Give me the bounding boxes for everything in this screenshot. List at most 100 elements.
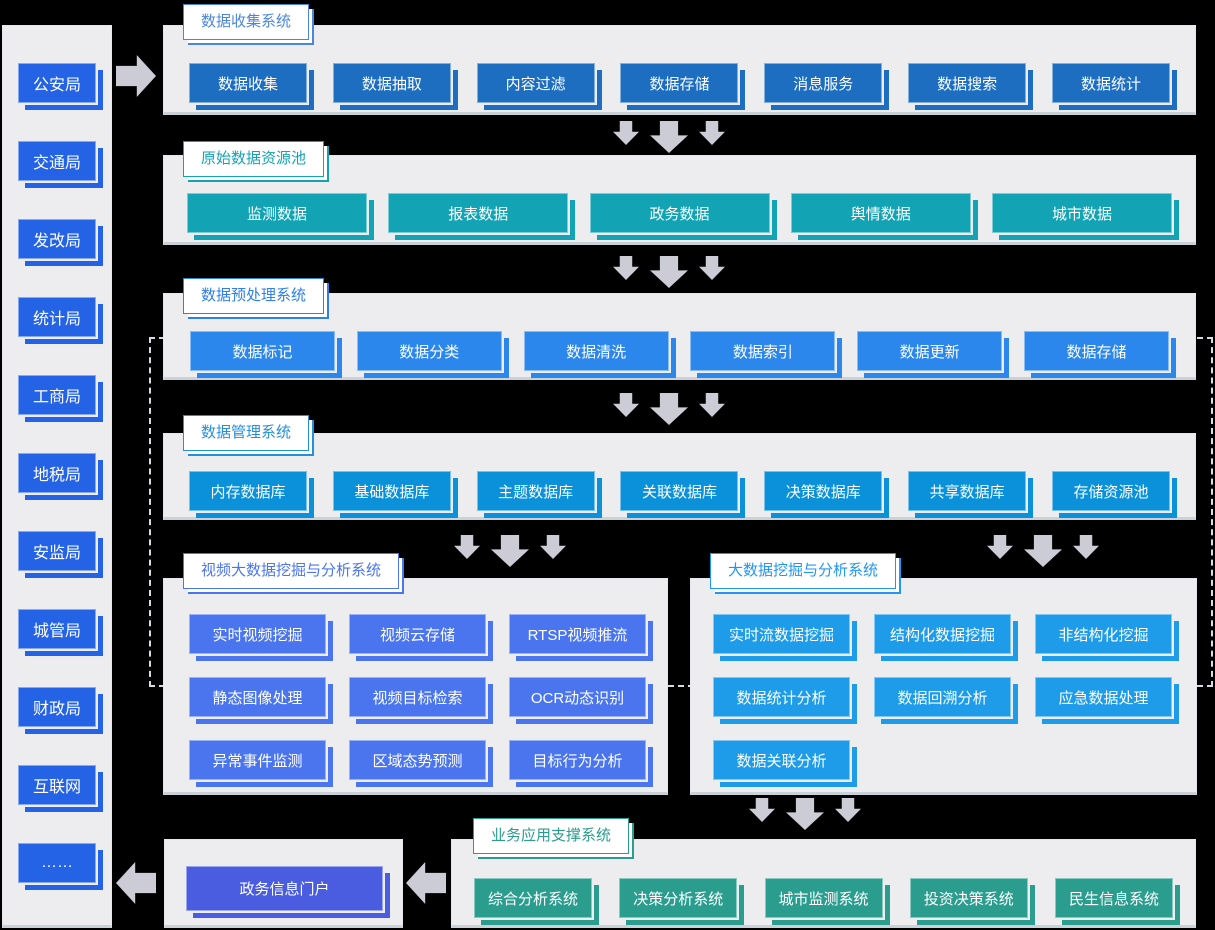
module-block: 主题数据库 [476,471,595,511]
module-block: 决策分析系统 [619,878,738,918]
section-portal: 政务信息门户 [164,839,403,928]
department-block: 公安局 [18,63,96,103]
department-block: 财政局 [18,687,96,727]
down-arrow-icon [454,535,480,559]
module-block: 内容过滤 [476,63,595,103]
module-block: 非结构化挖掘 [1035,614,1172,654]
module-block: 综合分析系统 [474,878,592,918]
module-block: 舆情数据 [790,193,971,233]
down-arrow-icon [699,121,725,145]
portal-block: 政务信息门户 [186,866,383,911]
section-title-data-management: 数据管理系统 [183,415,310,451]
department-block: 互联网 [18,765,96,805]
section-title-raw-data-pool: 原始数据资源池 [183,141,325,177]
down-arrow-icon [1073,535,1099,559]
down-arrow-icon [613,256,639,280]
module-block: 报表数据 [388,193,569,233]
department-sidebar: 公安局 交通局 发改局 统计局 工商局 地税局 安监局 城管局 财政局 互联网 … [2,25,112,928]
down-arrow-icon [613,393,639,417]
module-block: 城市监测系统 [764,878,883,918]
module-block: 数据清洗 [523,331,669,371]
department-block: 地税局 [18,453,96,493]
section-title-business-support: 业务应用支撑系统 [473,818,630,854]
down-arrow-icon [650,121,688,153]
module-block: 内存数据库 [189,471,307,511]
module-block: 数据存储 [620,63,739,103]
module-block: 实时流数据挖掘 [713,614,850,654]
section-title-preprocessing: 数据预处理系统 [183,278,325,314]
module-block: 数据搜索 [908,63,1027,103]
module-block: 数据更新 [857,331,1003,371]
department-block: 发改局 [18,219,96,259]
section-bigdata-mining: 实时流数据挖掘 结构化数据挖掘 非结构化挖掘 数据统计分析 数据回溯分析 应急数… [690,578,1197,795]
down-arrow-icon [987,535,1013,559]
module-block: 政务数据 [589,193,770,233]
section-video-mining: 实时视频挖掘 视频云存储 RTSP视频推流 静态图像处理 视频目标检索 OCR动… [163,578,668,795]
section-data-collection: 数据收集 数据抽取 内容过滤 数据存储 消息服务 数据搜索 数据统计 [163,25,1196,115]
module-block: 关联数据库 [620,471,739,511]
module-block: 视频云存储 [349,614,486,654]
module-block: OCR动态识别 [509,677,646,717]
module-block: 区域态势预测 [349,740,486,780]
section-title-bigdata-mining: 大数据挖掘与分析系统 [710,553,897,589]
flow-arrow-right-icon [116,55,156,97]
module-block: 数据分类 [356,331,502,371]
down-arrow-icon [749,798,775,822]
flow-arrow-left-icon [406,862,446,904]
module-block: 实时视频挖掘 [189,614,326,654]
module-block: 应急数据处理 [1035,677,1172,717]
section-title-video-mining: 视频大数据挖掘与分析系统 [183,553,400,589]
module-block: 数据统计 [1051,63,1170,103]
module-block: 数据索引 [690,331,836,371]
flow-arrow-group [613,393,725,425]
down-arrow-icon [491,535,529,567]
down-arrow-icon [699,256,725,280]
department-block: 工商局 [18,375,96,415]
module-block: RTSP视频推流 [509,614,646,654]
module-block: 视频目标检索 [349,677,486,717]
flow-arrow-group [454,535,566,567]
module-block: 静态图像处理 [189,677,326,717]
module-block: 民生信息系统 [1055,878,1173,918]
down-arrow-icon [650,256,688,288]
down-arrow-icon [835,798,861,822]
module-block: 共享数据库 [908,471,1027,511]
flow-arrow-group [749,798,861,830]
section-preprocessing: 数据标记 数据分类 数据清洗 数据索引 数据更新 数据存储 [163,293,1196,380]
department-block: 交通局 [18,141,96,181]
department-block: 城管局 [18,609,96,649]
module-block: 异常事件监测 [189,740,326,780]
flow-arrow-group [613,121,725,153]
module-block: 决策数据库 [764,471,883,511]
section-business-support: 综合分析系统 决策分析系统 城市监测系统 投资决策系统 民生信息系统 [451,839,1196,928]
down-arrow-icon [613,121,639,145]
section-title-data-collection: 数据收集系统 [183,4,310,40]
module-block: 目标行为分析 [509,740,646,780]
flow-arrow-group [613,256,725,288]
module-block: 监测数据 [187,193,367,233]
down-arrow-icon [650,393,688,425]
module-block: 数据收集 [189,63,307,103]
module-block: 数据标记 [190,331,335,371]
section-raw-data-pool: 监测数据 报表数据 政务数据 舆情数据 城市数据 [163,155,1196,245]
flow-arrow-group [987,535,1099,567]
module-block: 城市数据 [992,193,1172,233]
down-arrow-icon [540,535,566,559]
down-arrow-icon [1024,535,1062,567]
department-block-ellipsis: …… [18,843,96,883]
module-block: 结构化数据挖掘 [874,614,1011,654]
section-data-management: 内存数据库 基础数据库 主题数据库 关联数据库 决策数据库 共享数据库 存储资源… [163,433,1196,520]
module-block: 数据关联分析 [713,740,850,780]
flow-arrow-left-icon [116,862,156,904]
module-block: 投资决策系统 [909,878,1028,918]
department-block: 统计局 [18,297,96,337]
down-arrow-icon [699,393,725,417]
down-arrow-icon [786,798,824,830]
module-block: 存储资源池 [1051,471,1170,511]
department-block: 安监局 [18,531,96,571]
module-block: 数据回溯分析 [874,677,1011,717]
module-block: 消息服务 [764,63,883,103]
module-block: 数据抽取 [332,63,451,103]
module-block: 数据存储 [1023,331,1169,371]
